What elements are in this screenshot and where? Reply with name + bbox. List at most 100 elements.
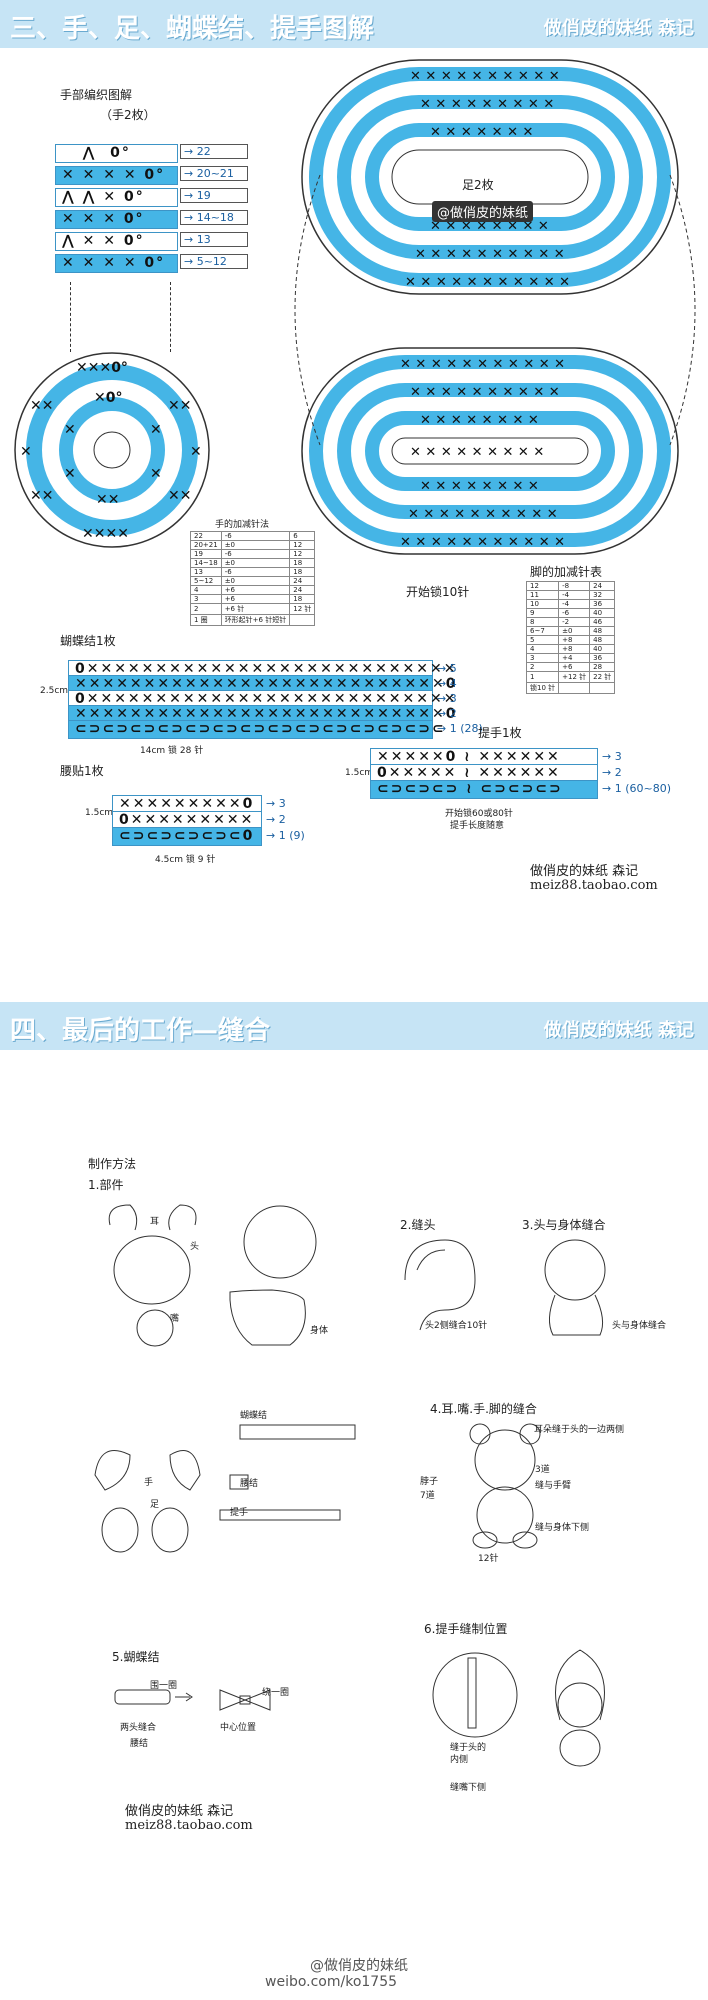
foot-part-label: 足 bbox=[150, 1500, 160, 1510]
shop2-name: 做俏皮的妹纸 森记 bbox=[125, 1804, 234, 1819]
svg-text:✕: ✕ bbox=[20, 444, 32, 460]
svg-text:✕ ✕ ✕ ✕ ✕ ✕ ✕ ✕ ✕: ✕ ✕ ✕ ✕ ✕ ✕ ✕ ✕ ✕ bbox=[410, 445, 544, 460]
step3-note: 头与身体缝合 bbox=[612, 1321, 667, 1331]
stitch-table-cell: ±0 bbox=[220, 558, 291, 568]
waist-height: 1.5cm bbox=[85, 808, 114, 818]
stitch-table-row: 1 圈环形起针+6 针短针 bbox=[190, 614, 316, 626]
stitch-table-cell: 5~12 bbox=[190, 576, 222, 586]
stitch-table-cell: -6 bbox=[220, 531, 291, 541]
svg-text:✕✕✕0°: ✕✕✕0° bbox=[76, 360, 128, 376]
bow-height: 2.5cm bbox=[40, 686, 69, 696]
step4-note: 缝与身体下侧 bbox=[535, 1523, 590, 1533]
weibo-handle: @做俏皮的妹纸 bbox=[310, 1958, 408, 1974]
step4-title: 4.耳.嘴.手.脚的缝合 bbox=[430, 1402, 537, 1416]
stitch-table-cell bbox=[289, 614, 316, 626]
stitch-table-cell: 48 bbox=[589, 635, 616, 645]
hand-row: ⋀ ⋀ ✕ 0° bbox=[55, 188, 178, 207]
stitch-table-cell: 32 bbox=[589, 590, 616, 600]
hand-table-title: 手的加减针法 bbox=[215, 520, 270, 530]
svg-text:✕✕: ✕✕ bbox=[168, 488, 191, 504]
steps-2-3-sketch bbox=[404, 1239, 606, 1336]
stitch-table-cell: 12 针 bbox=[289, 603, 316, 615]
shop1-name: 做俏皮的妹纸 森记 bbox=[530, 864, 639, 879]
stitch-table-cell: +6 针 bbox=[220, 603, 291, 615]
step4-note: 7道 bbox=[420, 1491, 435, 1501]
step6-note: 缝嘴下侧 bbox=[450, 1783, 487, 1793]
stitch-table-cell bbox=[589, 682, 616, 694]
shop2-url: meiz88.taobao.com bbox=[125, 1818, 253, 1833]
stitch-table-cell: 24 bbox=[289, 585, 316, 595]
hand-row: ⋀ 0° bbox=[55, 144, 178, 163]
step1-title: 1.部件 bbox=[88, 1178, 124, 1192]
stitch-table-cell: 18 bbox=[289, 594, 316, 604]
svg-text:✕✕✕✕: ✕✕✕✕ bbox=[82, 526, 129, 542]
bow-row-label: → 4 bbox=[437, 677, 457, 690]
bow-row-label: → 3 bbox=[437, 692, 457, 705]
section3-header: 三、手、足、蝴蝶结、提手图解 做俏皮的妹纸 森记 bbox=[0, 0, 708, 48]
stitch-table-cell: 14~18 bbox=[190, 558, 222, 568]
waist-title: 腰贴1枚 bbox=[60, 764, 104, 778]
foot-oval-diagram-top: ✕ ✕ ✕ ✕ ✕ ✕ ✕ ✕ ✕ ✕ ✕ ✕ ✕ ✕ ✕ ✕ ✕ ✕ ✕ ✕ … bbox=[301, 59, 679, 295]
shop1-url: meiz88.taobao.com bbox=[530, 878, 658, 893]
stitch-table-cell: 锁10 针 bbox=[525, 682, 560, 694]
foot-oval-diagram-bottom: ✕ ✕ ✕ ✕ ✕ ✕ ✕ ✕ ✕ ✕ ✕ ✕ ✕ ✕ ✕ ✕ ✕ ✕ ✕ ✕ … bbox=[301, 347, 679, 555]
stitch-table-cell: 19 bbox=[190, 549, 222, 559]
svg-text:✕✕: ✕✕ bbox=[30, 488, 53, 504]
svg-text:✕: ✕ bbox=[190, 444, 202, 460]
svg-text:✕ ✕ ✕ ✕ ✕ ✕ ✕: ✕ ✕ ✕ ✕ ✕ ✕ ✕ bbox=[430, 125, 533, 140]
waist-row-label: → 2 bbox=[266, 813, 286, 826]
hand-row-label: → 13 bbox=[180, 232, 248, 247]
step6-note: 缝于头的 bbox=[450, 1743, 487, 1753]
stitch-table-cell: 4 bbox=[190, 585, 222, 595]
ear-label: 耳 bbox=[150, 1217, 160, 1227]
stitch-table-cell: +6 bbox=[220, 585, 291, 595]
svg-text:✕✕: ✕✕ bbox=[168, 398, 191, 414]
stitch-table-cell: 环形起针+6 针短针 bbox=[220, 614, 291, 626]
hand-row: ✕ ✕ ✕ ✕ 0° bbox=[55, 254, 178, 273]
svg-text:✕: ✕ bbox=[64, 466, 76, 482]
stitch-table-cell: -4 bbox=[558, 590, 591, 600]
step4-note: 缝与手臂 bbox=[535, 1481, 572, 1491]
hand-circle-diagram: ✕✕✕0° ✕✕ ✕✕ ✕ ✕ ✕✕ ✕✕ ✕✕✕✕ ✕0° ✕ ✕ ✕ ✕ ✕… bbox=[14, 352, 210, 548]
stitch-table-cell: +8 bbox=[558, 635, 591, 645]
waist-row-label: → 3 bbox=[266, 797, 286, 810]
stitch-table-cell: 20+21 bbox=[190, 540, 222, 550]
stitch-table-cell: 6~7 bbox=[525, 626, 560, 636]
handle-row-label: → 2 bbox=[602, 766, 622, 779]
stitch-table-cell: -4 bbox=[558, 599, 591, 609]
stitch-table-cell: 24 bbox=[289, 576, 316, 586]
step5-note: 中心位置 bbox=[220, 1723, 257, 1733]
stitch-table-cell: -6 bbox=[220, 567, 291, 577]
handle-bottom2: 提手长度随意 bbox=[450, 821, 505, 831]
stitch-table-cell: +4 bbox=[558, 653, 591, 663]
handle-row-label: → 3 bbox=[602, 750, 622, 763]
handle-bottom1: 开始锁60或80针 bbox=[445, 809, 513, 819]
stitch-table-cell: -8 bbox=[558, 581, 591, 591]
hand-row-label: → 20~21 bbox=[180, 166, 248, 181]
stitch-table-cell: +12 针 bbox=[558, 671, 591, 683]
handle-height: 1.5cm bbox=[345, 768, 374, 778]
stitch-table-cell: 48 bbox=[589, 626, 616, 636]
handle-part-label: 提手 bbox=[230, 1508, 249, 1518]
stitch-table-cell: ±0 bbox=[558, 626, 591, 636]
handle-title: 提手1枚 bbox=[478, 726, 522, 740]
svg-text:✕ ✕ ✕ ✕ ✕ ✕ ✕ ✕ ✕ ✕: ✕ ✕ ✕ ✕ ✕ ✕ ✕ ✕ ✕ ✕ bbox=[408, 507, 558, 522]
stitch-table-cell: 2 bbox=[525, 662, 560, 672]
stitch-table-cell: -6 bbox=[220, 549, 291, 559]
foot-start: 开始锁10针 bbox=[406, 585, 470, 599]
step5-bow-sketch bbox=[114, 1689, 271, 1711]
stitch-table-cell: 2 bbox=[190, 603, 222, 615]
hand-part-label: 手 bbox=[144, 1478, 154, 1488]
waist-row-label: → 1 (9) bbox=[266, 829, 305, 842]
head-label: 头 bbox=[190, 1242, 200, 1252]
stitch-table-cell: +6 bbox=[558, 662, 591, 672]
step5-title: 5.蝴蝶结 bbox=[112, 1650, 160, 1664]
